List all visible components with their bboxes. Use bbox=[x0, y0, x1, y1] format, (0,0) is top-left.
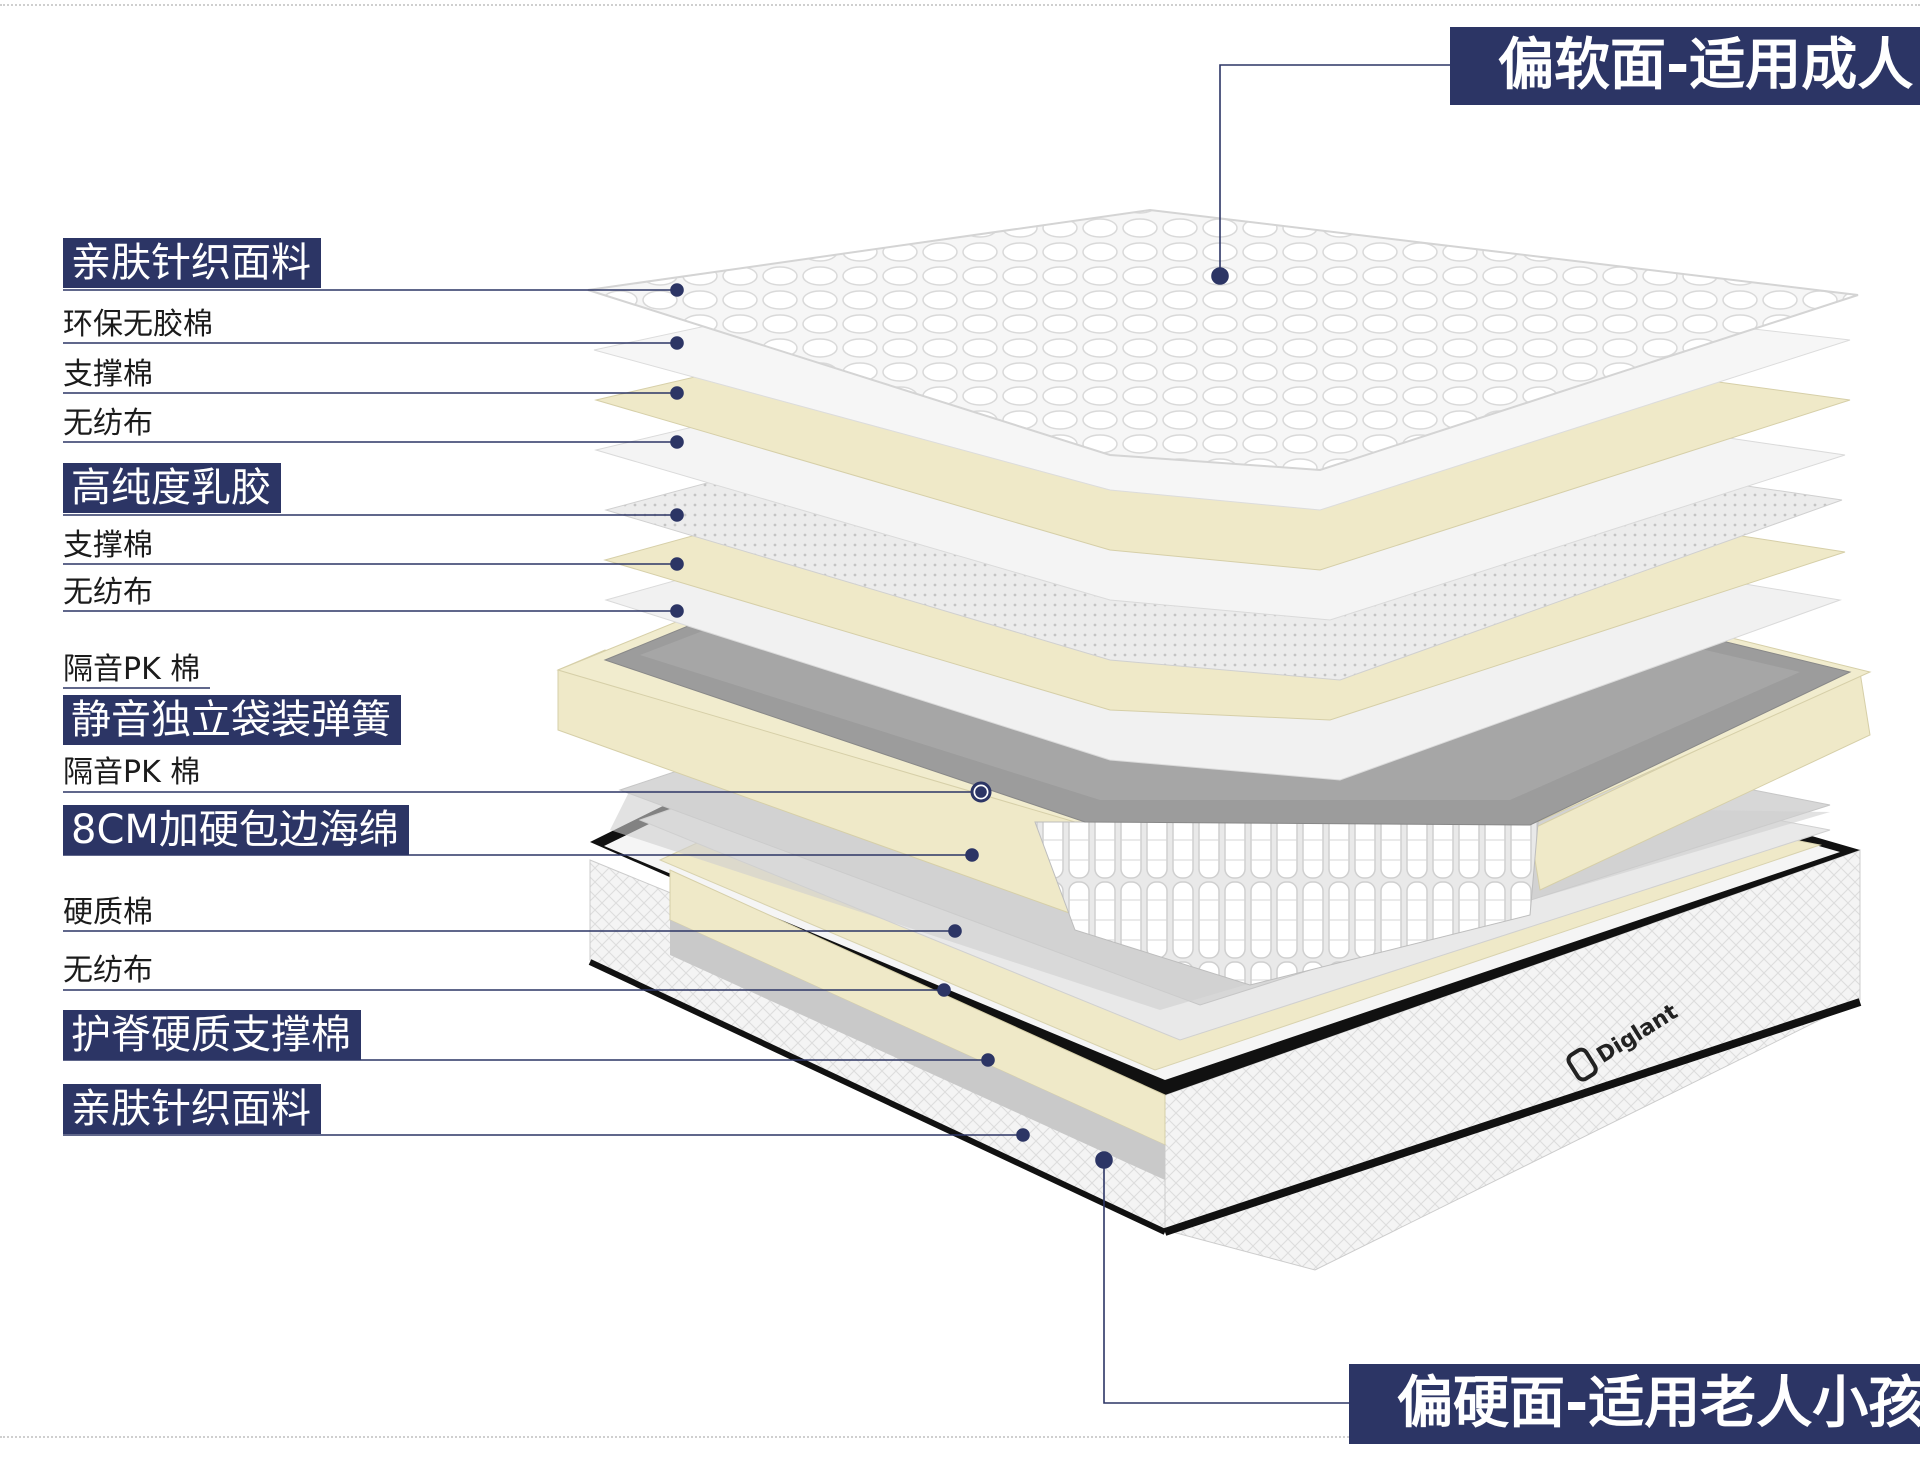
layer-label-hard-cotton: 硬质棉 bbox=[63, 895, 153, 930]
top-dotted-border bbox=[0, 4, 1920, 6]
cutaway-gray bbox=[670, 920, 1165, 1180]
leader-dot-5 bbox=[670, 508, 684, 522]
layer-label-nonwoven-2: 无纺布 bbox=[63, 575, 153, 610]
leader-dot-4 bbox=[670, 435, 684, 449]
leader-dot-10 bbox=[948, 924, 962, 938]
layer-label-support-cotton-1: 支撑棉 bbox=[63, 357, 153, 392]
layer-label-knit-fabric-bottom: 亲肤针织面料 bbox=[63, 1084, 321, 1134]
layer-label-pk-cotton-1: 隔音PK 棉 bbox=[63, 652, 201, 687]
layer-label-pocket-springs: 静音独立袋装弹簧 bbox=[63, 695, 401, 745]
layer-label-nonwoven-1: 无纺布 bbox=[63, 406, 153, 441]
leader-dot-3 bbox=[670, 386, 684, 400]
firm-side-banner: 偏硬面-适用老人小孩 bbox=[1349, 1364, 1920, 1444]
leader-dot-1 bbox=[670, 283, 684, 297]
bottom-dotted-border bbox=[0, 1436, 1920, 1438]
layer-label-spine-support: 护脊硬质支撑棉 bbox=[63, 1010, 361, 1060]
leader-lines bbox=[63, 64, 1450, 1404]
leader-dot-12 bbox=[981, 1053, 995, 1067]
base-bottom-line bbox=[1163, 998, 1862, 1236]
soft-connector bbox=[1219, 64, 1450, 276]
base-left-bottom-line bbox=[588, 959, 1167, 1235]
layer-knit-quilted bbox=[587, 208, 1859, 472]
firm-connector bbox=[1103, 1160, 1349, 1404]
leader-dot-9 bbox=[965, 848, 979, 862]
leader-dot-6 bbox=[670, 557, 684, 571]
layer-label-knit-fabric-top: 亲肤针织面料 bbox=[63, 238, 321, 288]
layer-label-edge-foam: 8CM加硬包边海绵 bbox=[63, 805, 409, 855]
firm-dot bbox=[1095, 1151, 1113, 1169]
soft-side-banner: 偏软面-适用成人 bbox=[1450, 27, 1920, 105]
leader-dot-13 bbox=[1016, 1128, 1030, 1142]
layer-label-eco-cotton: 环保无胶棉 bbox=[63, 307, 213, 342]
soft-dot bbox=[1211, 267, 1229, 285]
layer-label-support-cotton-2: 支撑棉 bbox=[63, 528, 153, 563]
leader-dot-2 bbox=[670, 336, 684, 350]
leader-dot-11 bbox=[937, 983, 951, 997]
layer-label-pk-cotton-2: 隔音PK 棉 bbox=[63, 755, 201, 790]
leader-dot-7 bbox=[670, 604, 684, 618]
layer-label-latex: 高纯度乳胶 bbox=[63, 463, 281, 513]
layer-label-nonwoven-3: 无纺布 bbox=[63, 953, 153, 988]
